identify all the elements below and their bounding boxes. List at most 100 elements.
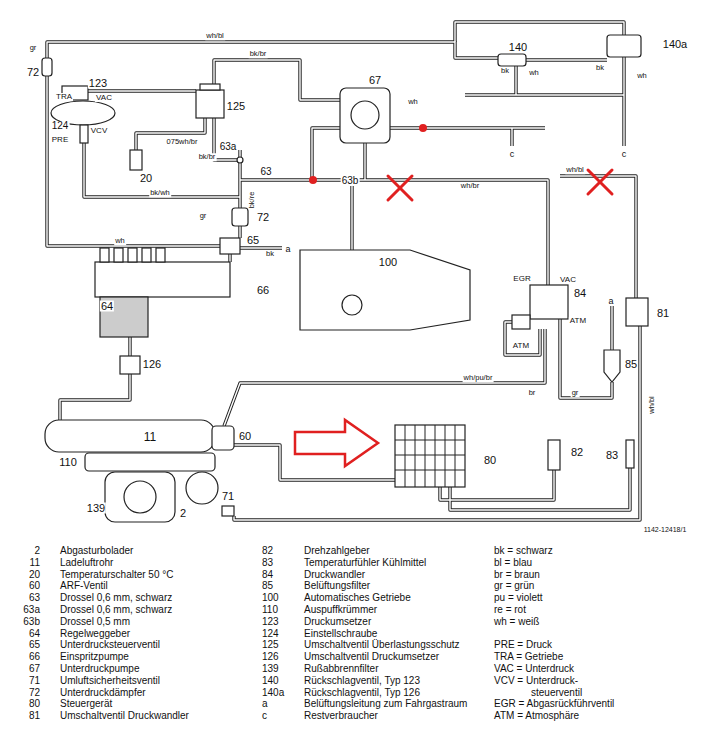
callout-label: 140a xyxy=(662,39,688,50)
callout-label: 83 xyxy=(605,450,619,461)
part-number: 126 xyxy=(262,651,279,663)
part-number: 139 xyxy=(262,663,279,675)
part-name: Belüftungsleitung zum Fahrgastraum xyxy=(304,698,467,710)
callout-label: ATM xyxy=(512,342,530,350)
abbreviation-key: VAC = Unterdruck xyxy=(494,663,574,675)
callout-label: 80 xyxy=(483,455,497,466)
abbreviation-key: VCV = Unterdruck- steuerventil xyxy=(494,675,609,699)
abbreviation-key: bl = blau xyxy=(494,557,532,569)
part-number: 124 xyxy=(262,628,279,640)
part-name: Unterdrucksteuerventil xyxy=(60,639,160,651)
part-number: a xyxy=(262,698,268,710)
callout-label: wh/br xyxy=(460,182,480,190)
part-number: 63b xyxy=(23,616,40,628)
callout-label: 110 xyxy=(58,457,78,468)
part-number: 72 xyxy=(29,687,40,699)
callout-label: gr xyxy=(571,389,580,397)
part-number: 84 xyxy=(262,569,273,581)
part-name: Restverbraucher xyxy=(304,710,378,722)
part-name: Temperaturschalter 50 °C xyxy=(60,569,174,581)
callout-label: gr xyxy=(29,44,38,52)
callout-label: bk/br xyxy=(198,153,217,161)
part-name: Auspuffkrümmer xyxy=(304,604,377,616)
callout-label: 81 xyxy=(656,308,670,319)
callout-label: VCV xyxy=(90,127,108,135)
part-name: Unterdruckdämpfer xyxy=(60,687,146,699)
part-number: 123 xyxy=(262,616,279,628)
part-name: Automatisches Getriebe xyxy=(304,592,411,604)
callout-label: wh xyxy=(114,237,126,245)
part-number: 100 xyxy=(262,592,279,604)
part-number: 67 xyxy=(29,663,40,675)
part-name: Unterdruckpumpe xyxy=(60,663,139,675)
callout-label: 72 xyxy=(26,67,40,78)
part-name: Einstellschraube xyxy=(304,628,377,640)
callout-label: a xyxy=(607,297,614,306)
callout-label: 123 xyxy=(88,78,108,89)
callout-label: wh/pu/br xyxy=(463,374,494,382)
part-name: Temperaturfühler Kühlmittel xyxy=(304,557,426,569)
callout-label: 64 xyxy=(100,301,114,312)
callout-label: bk/wh xyxy=(149,189,171,197)
part-name: ARF-Ventil xyxy=(60,580,108,592)
part-number: 64 xyxy=(29,628,40,640)
abbreviation-key: re = rot xyxy=(494,604,526,616)
callout-label: wh/bl xyxy=(205,32,225,40)
callout-label: 075wh/br xyxy=(166,138,199,146)
callout-label: a xyxy=(284,245,291,254)
part-name: Ladeluftrohr xyxy=(60,557,113,569)
part-number: c xyxy=(262,710,267,722)
part-number: 82 xyxy=(262,545,273,557)
part-number: 80 xyxy=(29,698,40,710)
callout-label: 65 xyxy=(246,235,260,246)
callout-label: 139 xyxy=(86,503,106,514)
part-name: Rückschlagventil, Typ 123 xyxy=(304,675,420,687)
callout-label: wh xyxy=(528,69,540,77)
callout-label: bk xyxy=(595,64,605,72)
part-number: 110 xyxy=(262,604,278,616)
callout-label: wh xyxy=(636,72,648,80)
abbreviation-key: br = braun xyxy=(494,569,540,581)
callout-label: 2 xyxy=(179,508,187,519)
part-name: Drossel 0,5 mm xyxy=(60,616,130,628)
part-number: 85 xyxy=(262,580,273,592)
part-number: 60 xyxy=(29,580,40,592)
part-number: 83 xyxy=(262,557,273,569)
part-name: Druckumsetzer xyxy=(304,616,371,628)
abbreviation-key: bk = schwarz xyxy=(494,545,553,557)
part-name: Belüftungsfilter xyxy=(304,580,370,592)
callout-label: VAC xyxy=(559,276,577,284)
callout-label: wh/bl xyxy=(648,395,656,415)
callout-label: gr xyxy=(199,212,208,220)
part-number: 140 xyxy=(262,675,279,687)
callout-label: 124 xyxy=(51,121,70,131)
part-number: 11 xyxy=(30,557,40,569)
part-name: Druckwandler xyxy=(304,569,365,581)
abbreviation-key: wh = weiß xyxy=(494,616,539,628)
part-number: 63 xyxy=(29,592,40,604)
callout-label: wh xyxy=(407,98,419,106)
callout-label: 125 xyxy=(226,101,246,112)
part-number: 71 xyxy=(29,675,40,687)
callout-label: bk xyxy=(265,250,275,258)
callout-label: c xyxy=(621,150,628,159)
part-name: Regelweggeber xyxy=(60,628,130,640)
part-name: Umschaltventil Druckwandler xyxy=(60,710,189,722)
callout-label: PRE xyxy=(51,136,69,144)
callout-label: c xyxy=(509,150,516,159)
callout-label: EGR xyxy=(512,275,531,283)
part-number: 65 xyxy=(29,639,40,651)
callout-label: bk/br xyxy=(249,50,268,58)
part-number: 81 xyxy=(29,710,40,722)
abbreviation-key: pu = violett xyxy=(494,592,543,604)
callout-label: 84 xyxy=(573,288,587,299)
abbreviation-key: TRA = Getriebe xyxy=(494,651,563,663)
callout-label: VAC xyxy=(95,94,113,102)
part-name: Abgasturbolader xyxy=(60,545,133,557)
part-number: 2 xyxy=(34,545,40,557)
part-name: Umschaltventil Druckumsetzer xyxy=(304,651,439,663)
part-number: 20 xyxy=(29,569,40,581)
callout-label: TRA xyxy=(55,93,73,101)
part-name: Umschaltventil Überlastungsschutz xyxy=(304,639,460,651)
part-name: Drossel 0,6 mm, schwarz xyxy=(60,604,172,616)
